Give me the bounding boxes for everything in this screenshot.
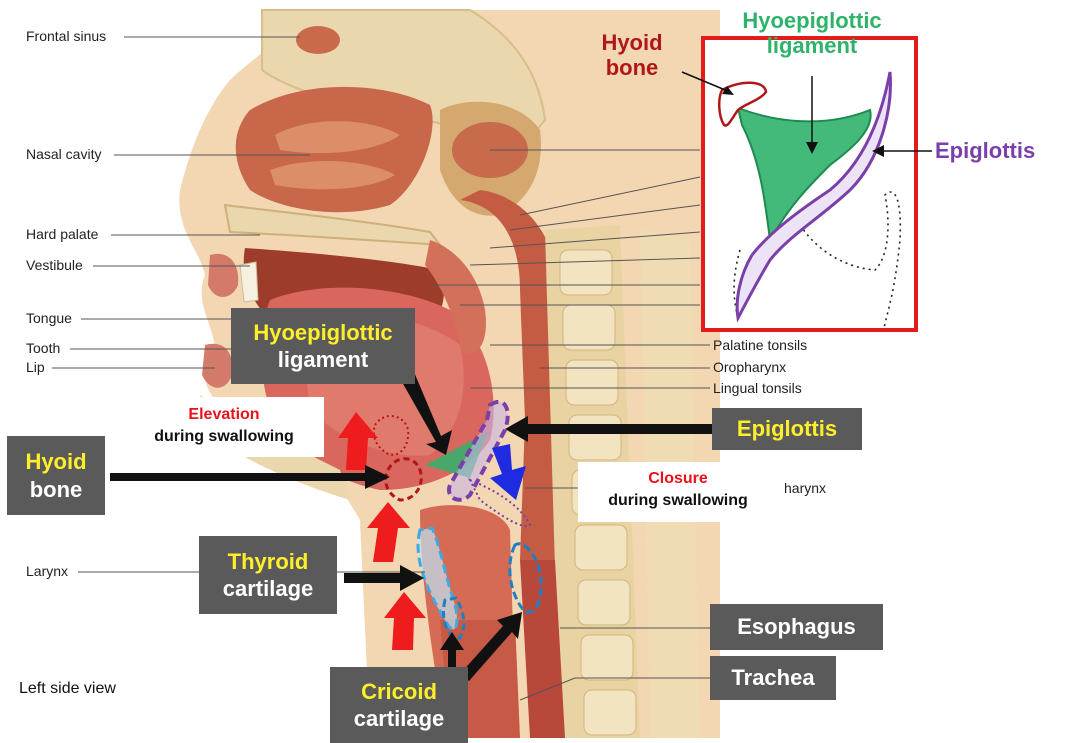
inset-epiglottis-label: Epiglottis	[935, 138, 1065, 163]
label-frontal-sinus: Frontal sinus	[26, 28, 106, 44]
callout-hyoepiglottic-line2: ligament	[278, 346, 368, 374]
label-nasal-cavity: Nasal cavity	[26, 146, 101, 162]
label-lingual-tonsils: Lingual tonsils	[713, 380, 802, 396]
callout-esophagus: Esophagus	[710, 604, 883, 650]
note-closure: Closure during swallowing	[578, 462, 778, 522]
callout-hyoid-line2: bone	[30, 476, 83, 504]
callout-hyoepiglottic-line1: Hyoepiglottic	[253, 319, 392, 347]
inset-ligament-label: Hyoepiglottic ligament	[722, 8, 902, 59]
label-harynx: harynx	[784, 480, 826, 496]
label-larynx: Larynx	[26, 563, 68, 579]
note-elevation-line1: Elevation	[124, 404, 324, 426]
callout-cricoid-line2: cartilage	[354, 705, 445, 733]
note-closure-line1: Closure	[578, 468, 778, 490]
callout-trachea: Trachea	[710, 656, 836, 700]
callout-hyoid-bone: Hyoid bone	[7, 436, 105, 515]
callout-thyroid-cartilage: Thyroid cartilage	[199, 536, 337, 614]
inset-ligament-line2: ligament	[722, 33, 902, 58]
callout-thyroid-line2: cartilage	[223, 575, 314, 603]
callout-thyroid-line1: Thyroid	[228, 548, 309, 576]
callout-epiglottis: Epiglottis	[712, 408, 862, 450]
label-view: Left side view	[19, 680, 116, 698]
inset-hyoid-label: Hyoid bone	[582, 30, 682, 81]
label-tongue: Tongue	[26, 310, 72, 326]
label-tooth: Tooth	[26, 340, 60, 356]
inset-ligament-line1: Hyoepiglottic	[722, 8, 902, 33]
note-elevation: Elevation during swallowing	[124, 397, 324, 457]
note-closure-line2: during swallowing	[578, 490, 778, 512]
callout-esophagus-text: Esophagus	[737, 613, 856, 641]
callout-hyoepiglottic-ligament: Hyoepiglottic ligament	[231, 308, 415, 384]
callout-epiglottis-text: Epiglottis	[737, 415, 837, 443]
view-label-box: Left side view	[5, 669, 155, 709]
label-palatine-tonsils: Palatine tonsils	[713, 337, 807, 353]
callout-cricoid-cartilage: Cricoid cartilage	[330, 667, 468, 743]
label-oropharynx: Oropharynx	[713, 359, 786, 375]
callout-cricoid-line1: Cricoid	[361, 678, 437, 706]
callout-trachea-text: Trachea	[731, 664, 814, 692]
inset-hyoid-line2: bone	[582, 55, 682, 80]
callout-hyoid-line1: Hyoid	[25, 448, 86, 476]
label-lip: Lip	[26, 359, 45, 375]
inset-hyoid-line1: Hyoid	[582, 30, 682, 55]
label-hard-palate: Hard palate	[26, 226, 98, 242]
label-vestibule: Vestibule	[26, 257, 83, 273]
note-elevation-line2: during swallowing	[124, 426, 324, 448]
frontal-sinus-shape	[296, 26, 340, 54]
